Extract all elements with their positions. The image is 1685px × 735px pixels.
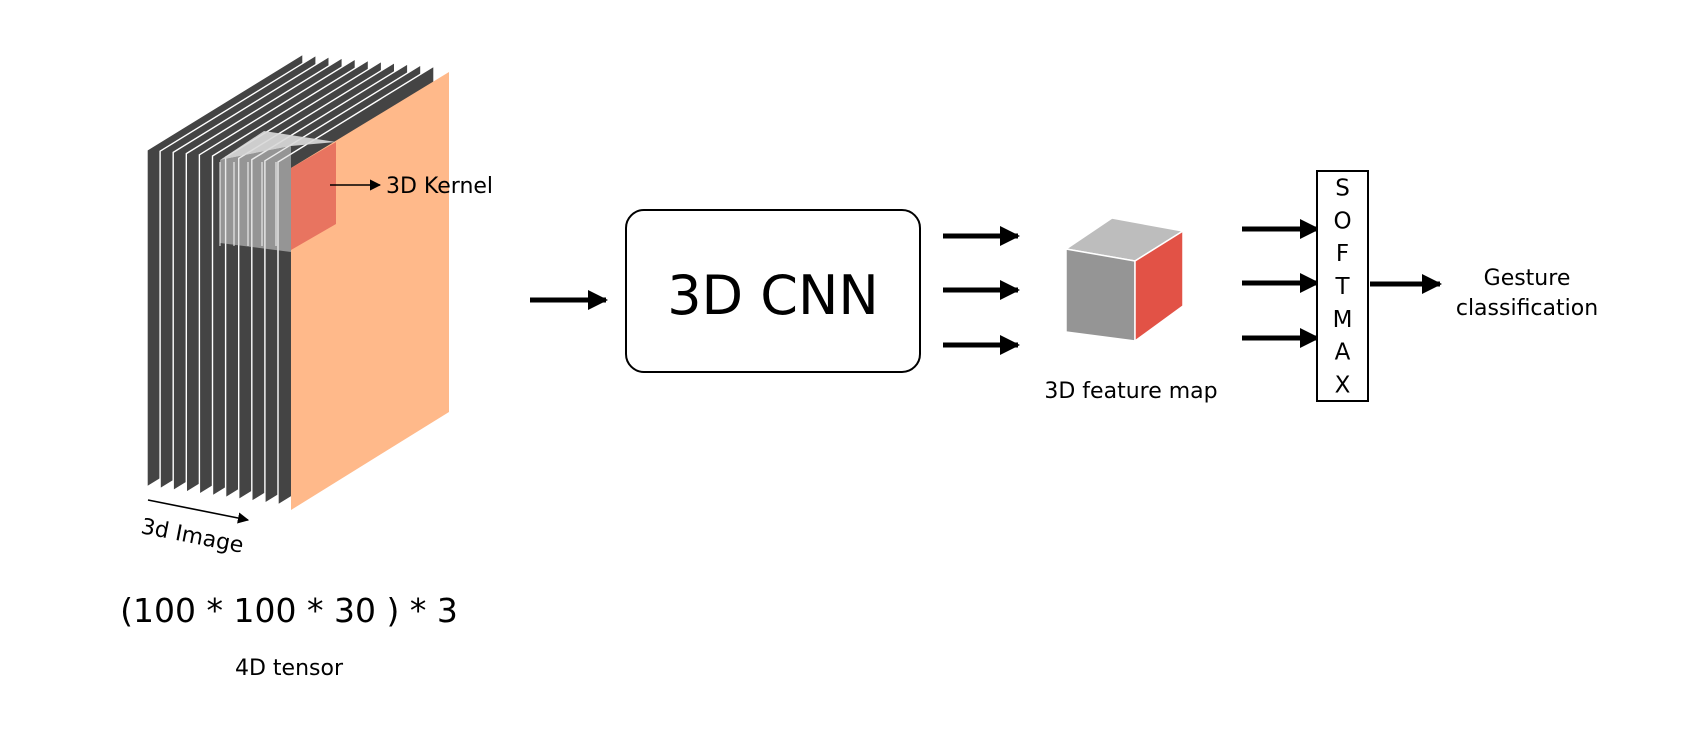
- kernel-left-face: [220, 146, 291, 252]
- output-label-line2: classification: [1456, 296, 1598, 321]
- image-axis-arrow: [147, 499, 250, 524]
- image-axis-label: 3d Image: [139, 514, 246, 558]
- softmax-letter: T: [1334, 274, 1350, 300]
- kernel-front-face: [291, 142, 336, 250]
- softmax-letter: X: [1335, 373, 1351, 399]
- cnn-label: 3D CNN: [667, 264, 879, 327]
- feature-map-right-face: [1134, 230, 1184, 342]
- cnn-block: 3D CNN: [625, 209, 921, 373]
- feature-map-label: 3D feature map: [1044, 379, 1217, 404]
- output-label-line1: Gesture: [1484, 266, 1571, 291]
- kernel-label: 3D Kernel: [386, 174, 493, 199]
- softmax-letter: F: [1336, 241, 1349, 267]
- softmax-letter: S: [1335, 175, 1350, 201]
- softmax-box: [1316, 170, 1369, 402]
- kernel-top-face: [220, 131, 336, 160]
- dimensions-label: (100 * 100 * 30 ) * 3: [120, 591, 458, 630]
- cnn-output-arrows: [943, 226, 1020, 355]
- cnn-box: [625, 209, 921, 373]
- kernel-cube: [219, 131, 336, 252]
- softmax-letter: O: [1333, 208, 1351, 234]
- feature-map-left-face: [1065, 248, 1136, 342]
- image-stack: 3D Kernel 3d Image: [139, 52, 493, 559]
- softmax-letter: A: [1335, 340, 1351, 366]
- feature-map-cube: [1065, 217, 1184, 342]
- kernel-slices: [219, 162, 277, 246]
- softmax-input-arrows: [1242, 219, 1320, 348]
- softmax-letter: M: [1333, 307, 1353, 333]
- tensor-label: 4D tensor: [235, 656, 344, 681]
